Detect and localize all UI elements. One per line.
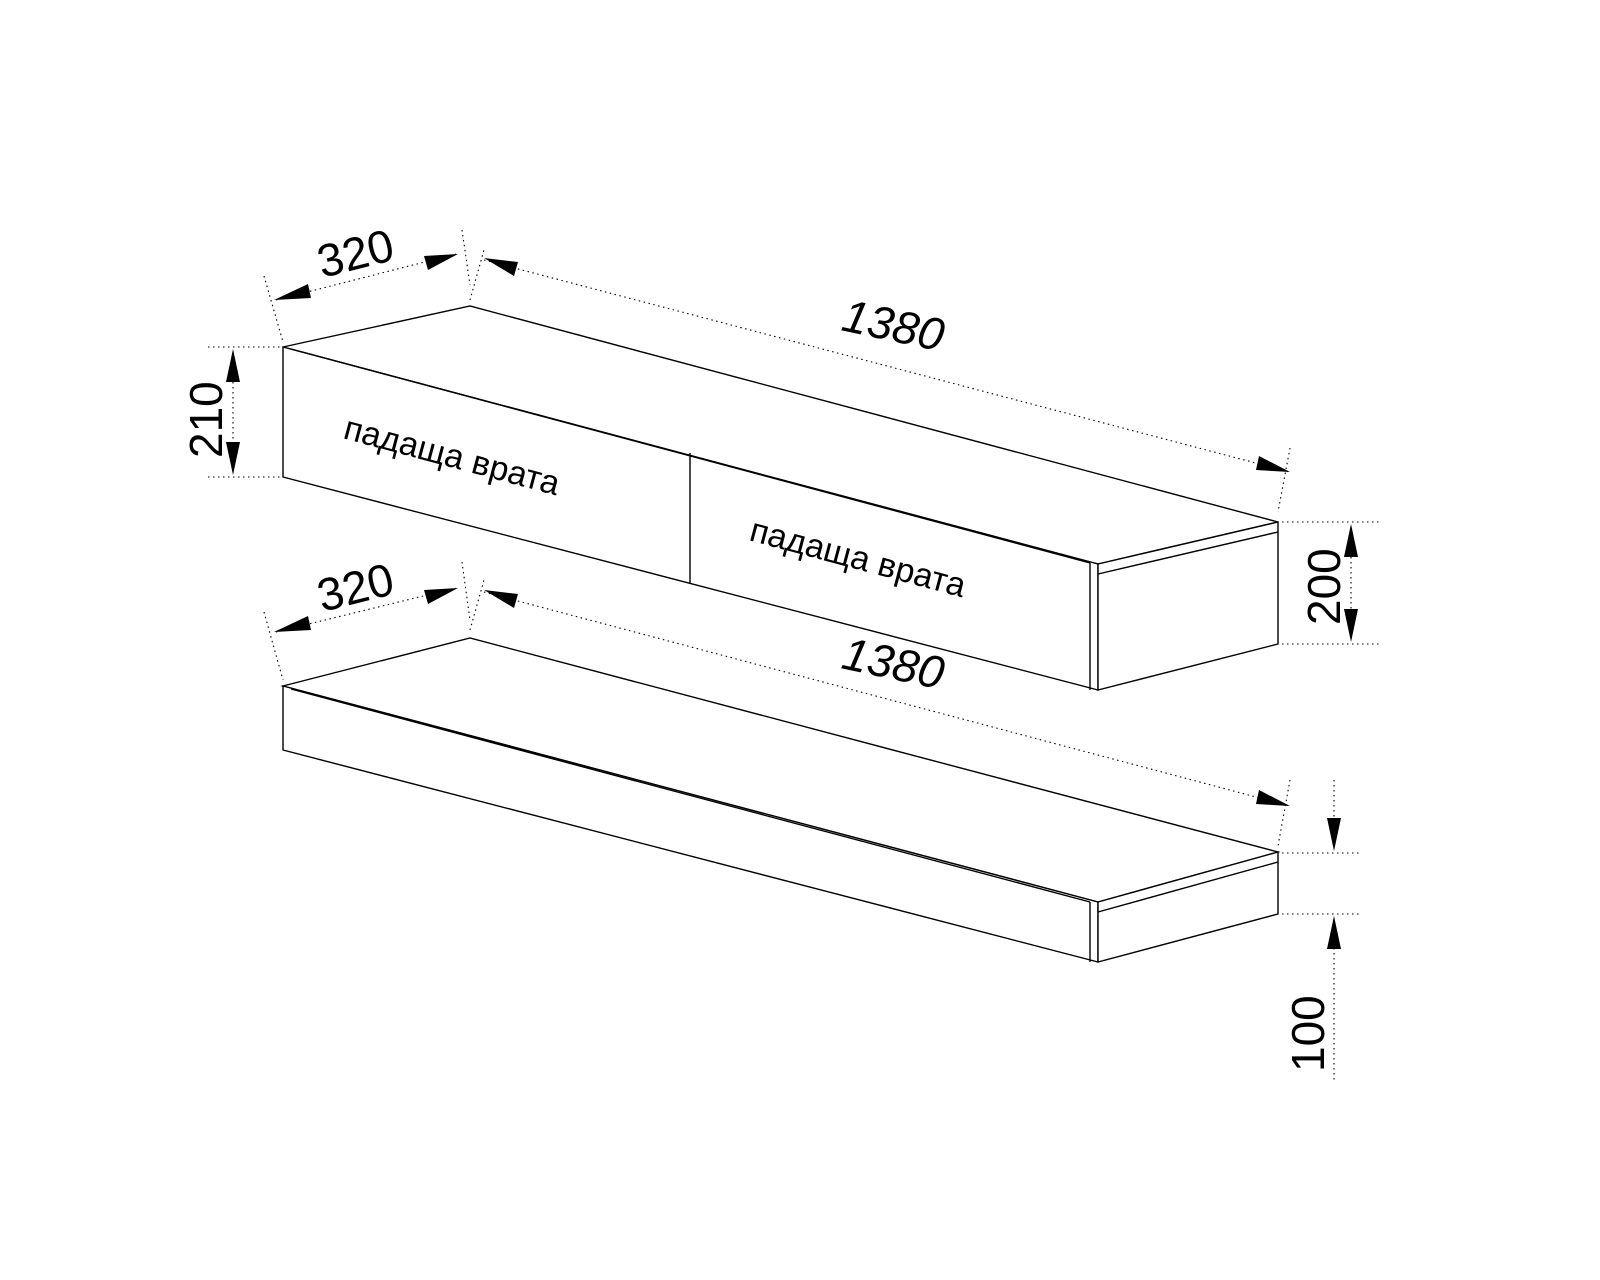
upper-cabinet: падаща врата падаща врата	[282, 305, 1279, 691]
lower-height-dim: 100	[1282, 995, 1334, 1072]
lower-shelf	[280, 637, 1281, 963]
upper-height-dim-right: 200	[1298, 548, 1350, 625]
upper-depth-dim: 320	[312, 219, 399, 288]
lower-side-face	[1097, 851, 1279, 963]
upper-height-dim-left: 210	[180, 381, 232, 458]
upper-length-dim: 1380	[838, 289, 949, 361]
lower-depth-dim: 320	[312, 553, 399, 622]
